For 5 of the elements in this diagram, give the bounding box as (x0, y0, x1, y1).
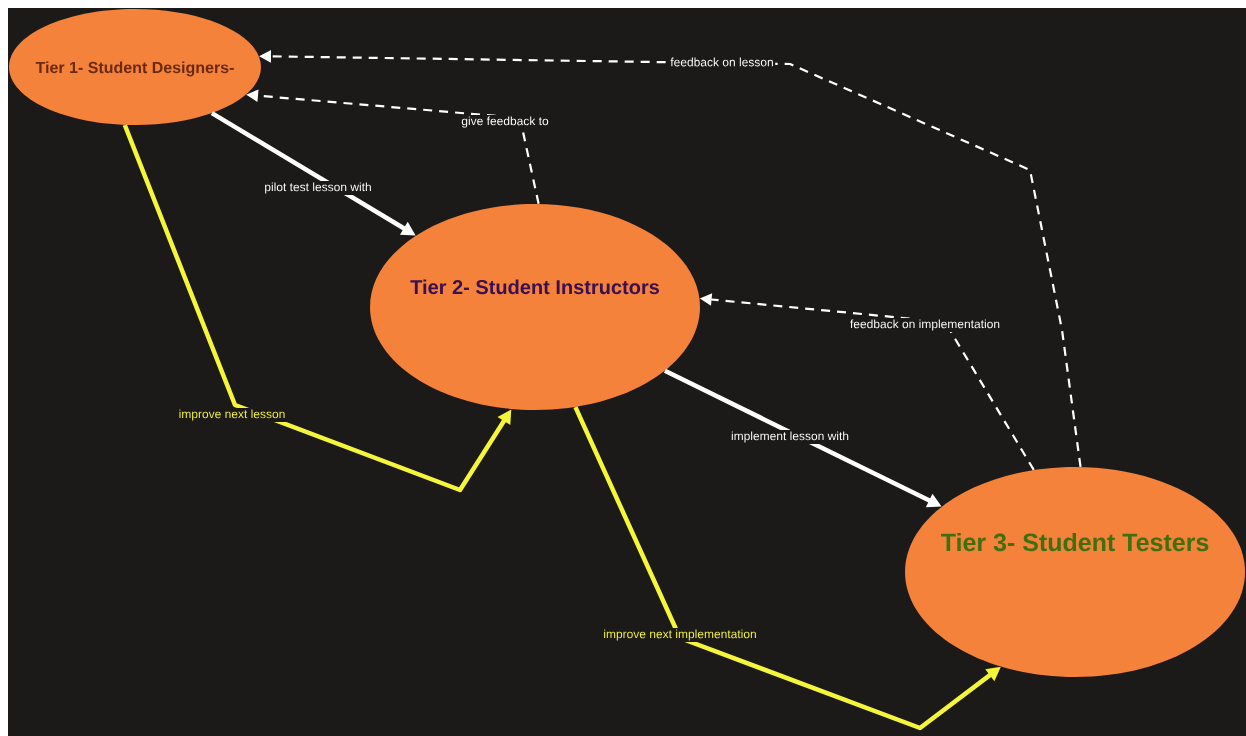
ellipse-node: Tier 1- Student Designers- (9, 9, 261, 125)
ellipse-node: Tier 3- Student Testers (905, 467, 1245, 677)
edge-label: feedback on lesson (668, 56, 776, 68)
ellipse-node: Tier 2- Student Instructors (370, 204, 700, 410)
arrow (122, 124, 512, 493)
